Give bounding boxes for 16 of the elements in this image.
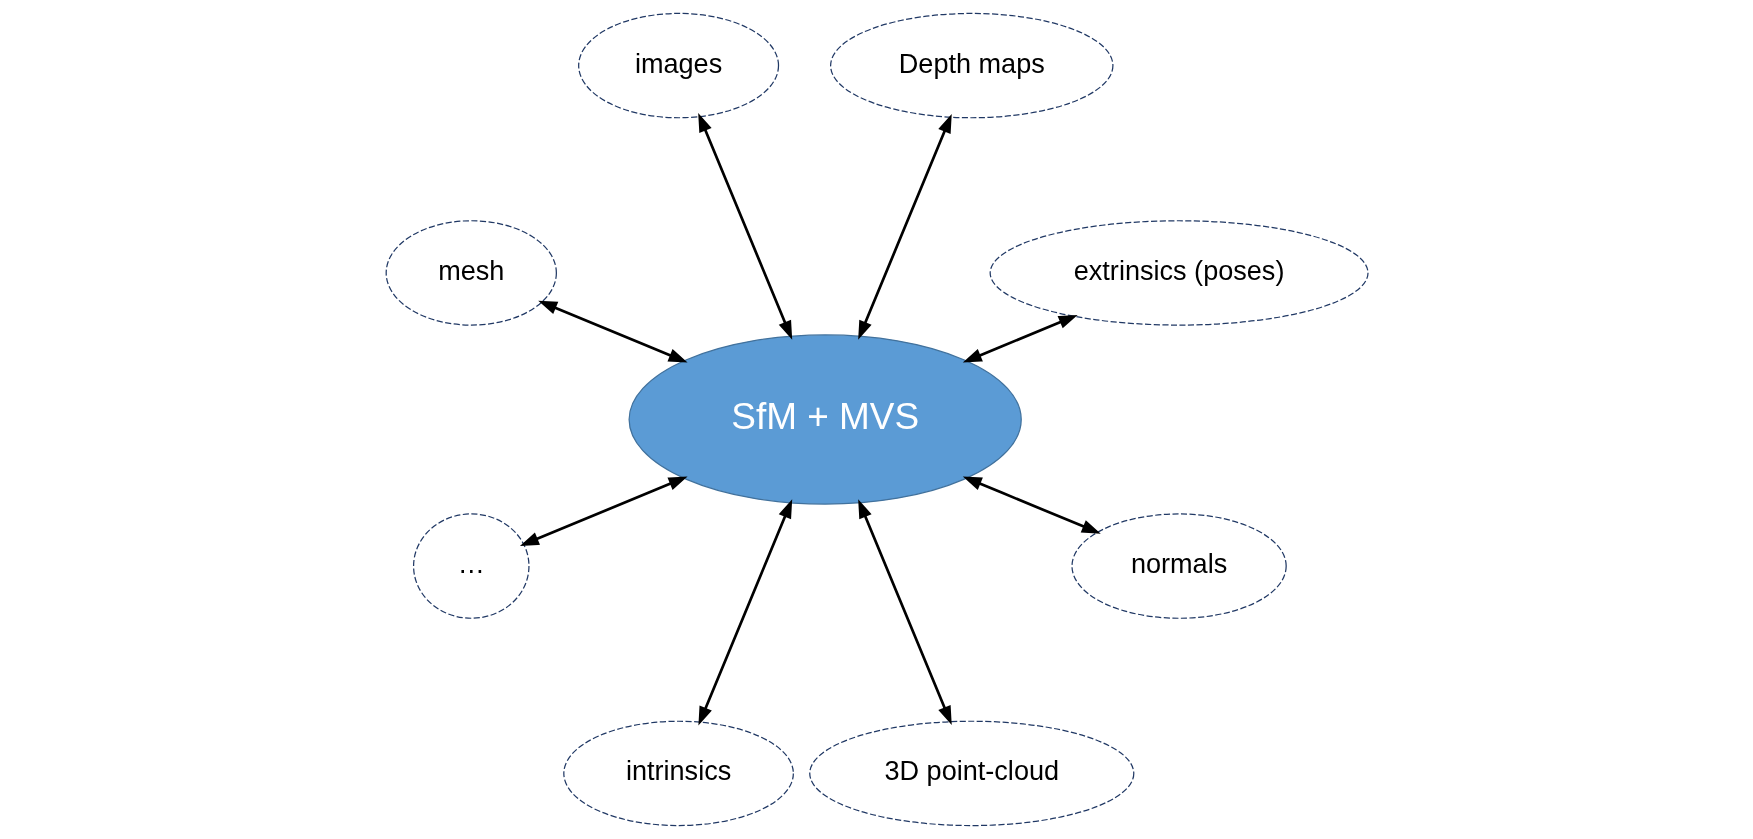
node-ellipse: normals (1070, 513, 1287, 619)
arrow (962, 314, 1078, 363)
node-ellipse: images (577, 12, 779, 119)
node-circle: … (412, 513, 530, 619)
arrow (857, 499, 952, 726)
node-ellipse: 3D point-cloud (808, 720, 1134, 827)
arrow (537, 300, 688, 363)
arrow (857, 113, 952, 340)
arrow (697, 499, 792, 726)
node-ellipse: Depth maps (829, 12, 1114, 119)
node-ellipse: intrinsics (562, 720, 794, 827)
node-ellipse: SfM + MVS (628, 334, 1022, 505)
arrow (519, 476, 688, 546)
node-ellipse: extrinsics (poses) (989, 220, 1369, 326)
arrow (697, 112, 792, 340)
arrow (962, 476, 1101, 534)
